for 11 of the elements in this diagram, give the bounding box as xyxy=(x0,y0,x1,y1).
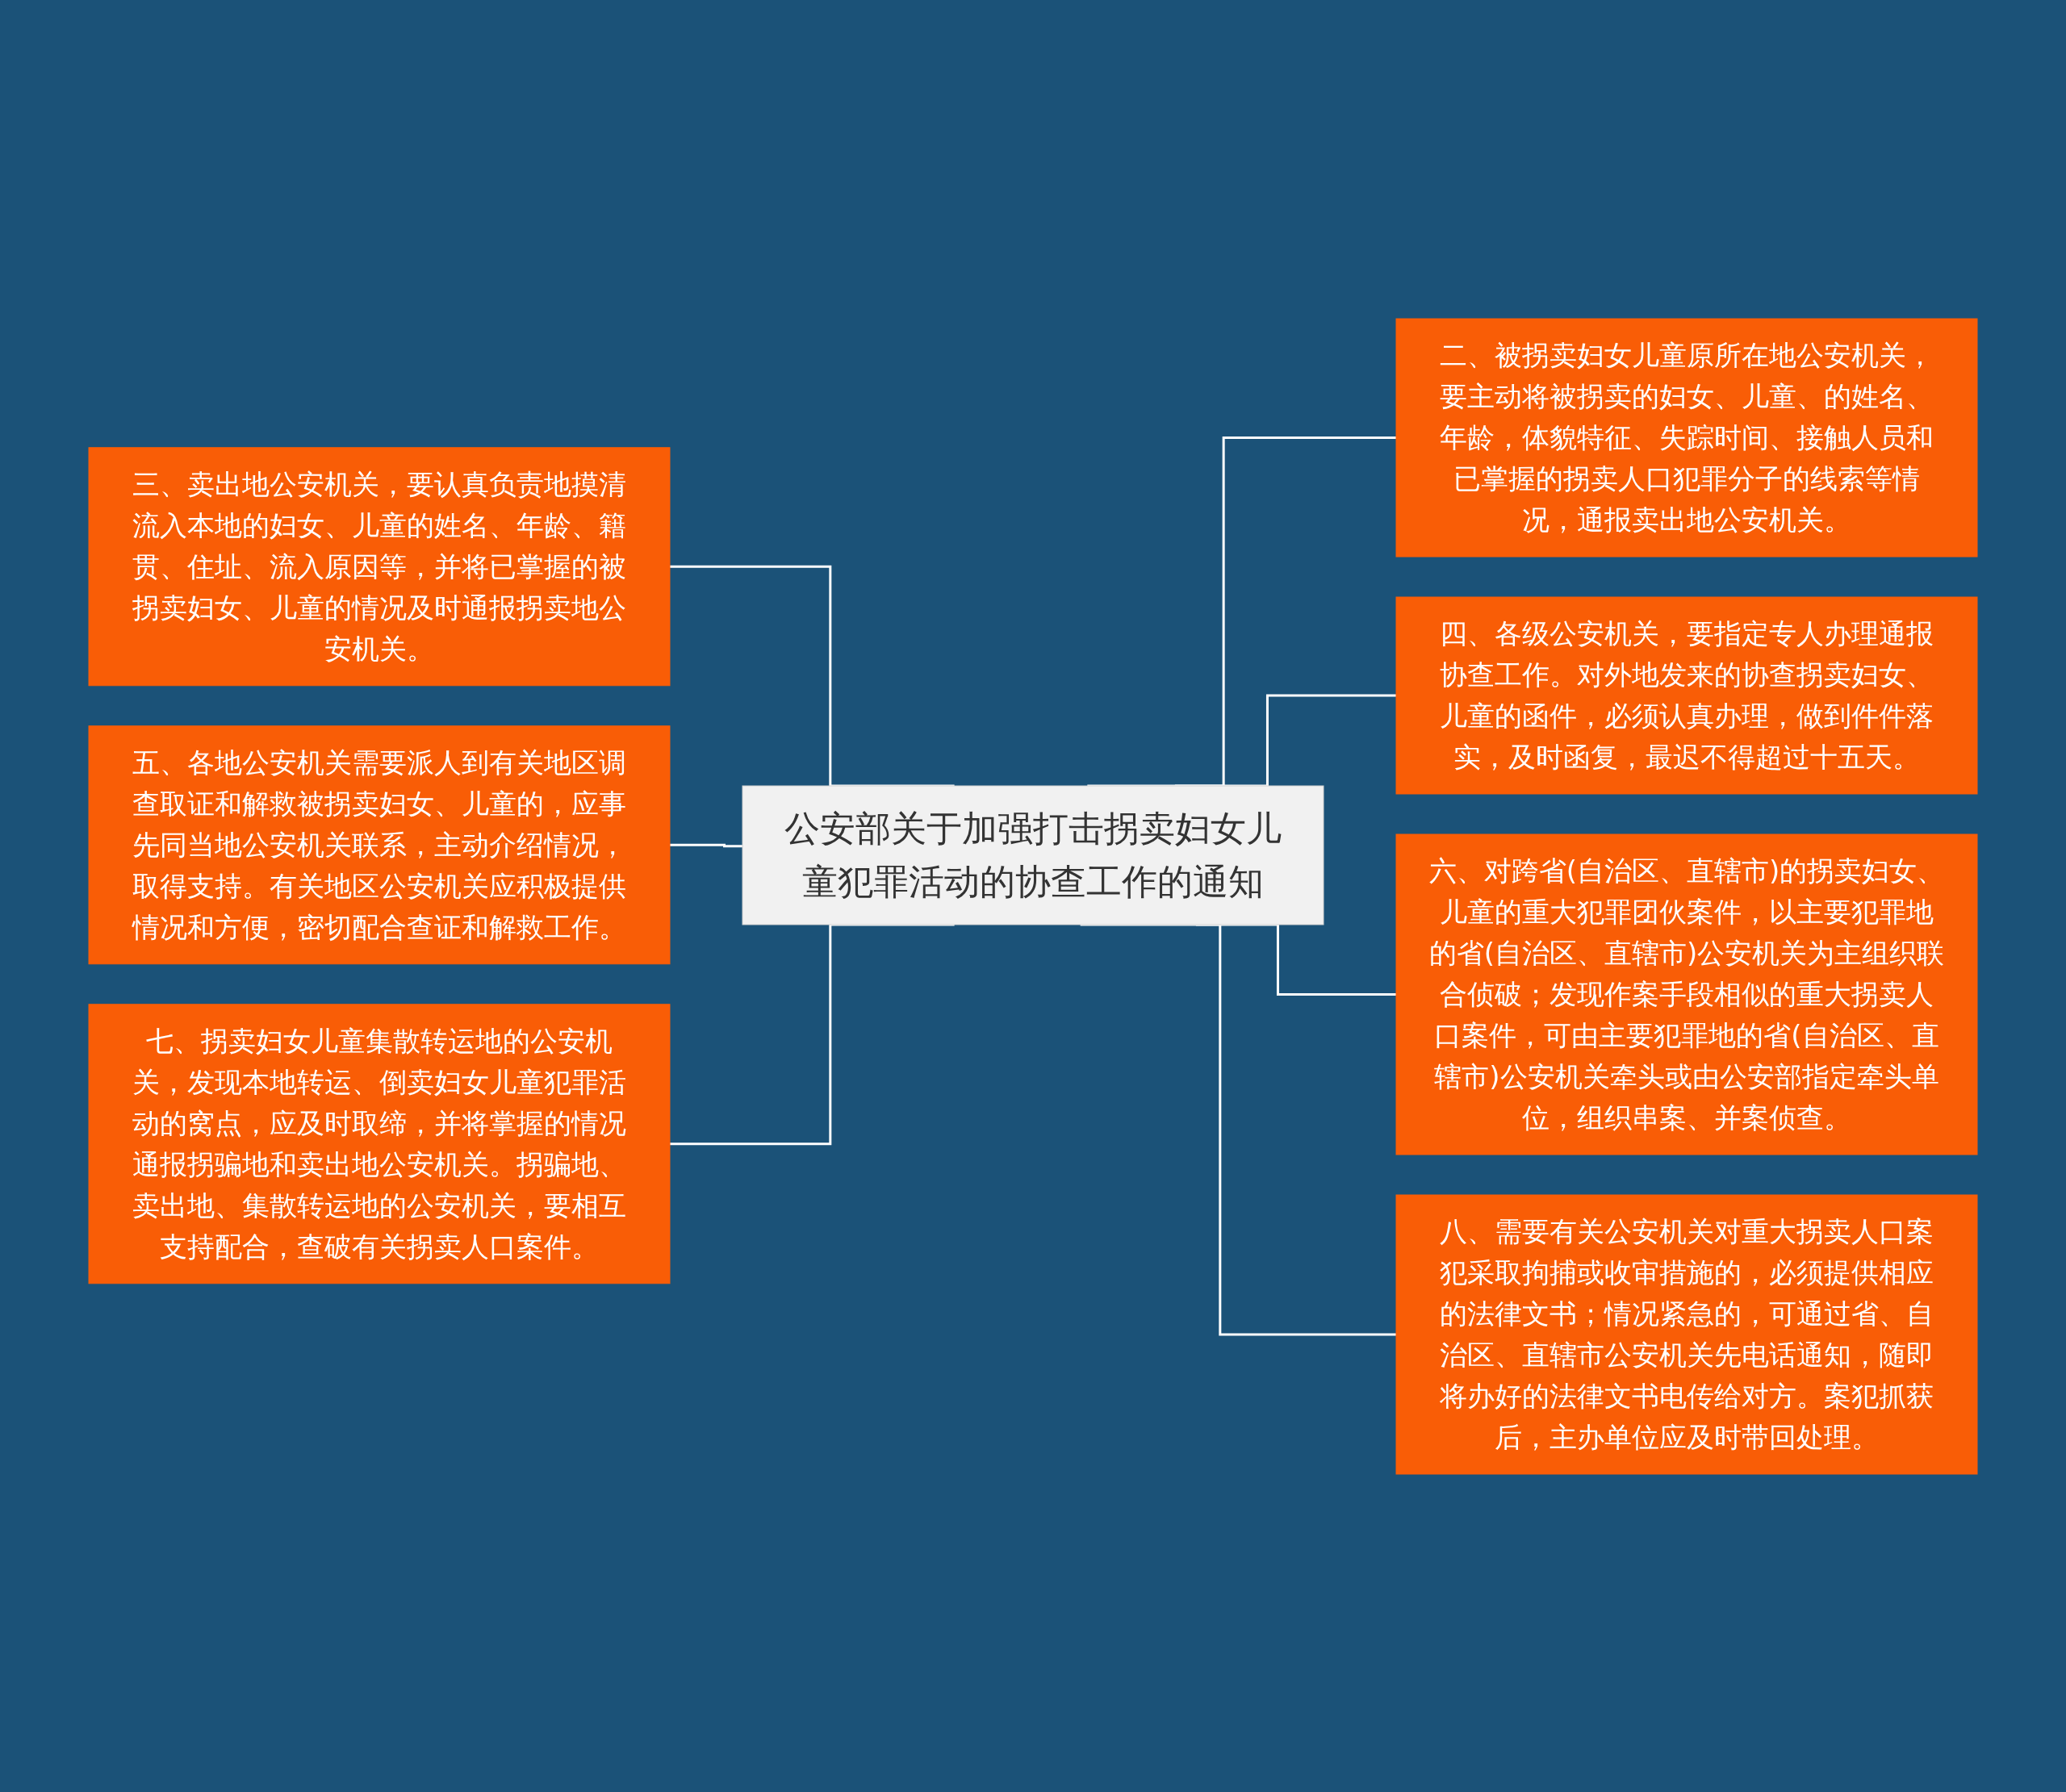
node-box: 七、拐卖妇女儿童集散转运地的公安机关，发现本地转运、倒卖妇女儿童犯罪活动的窝点，应及时取缔，并将掌握的情况通报拐骗地和卖出地公安机关。拐骗地、卖出地、集散转运地的公安机关，要相互支持配合，查破有关拐卖人口案件。 xyxy=(88,1003,671,1284)
connector xyxy=(1080,923,1396,1335)
node-box: 公安部关于加强打击拐卖妇女儿童犯罪活动的协查工作的通知 xyxy=(742,785,1324,925)
node-box: 六、对跨省(自治区、直辖市)的拐卖妇女、儿童的重大犯罪团伙案件，以主要犯罪地的省(自治区、直辖市)公安机关为主组织联合侦破；发现作案手段相似的重大拐卖人口案件，可由主要犯罪地的省(自治区、直辖市)公安机关牵头或由公安部指定牵头单位，组织串案、并案侦查。 xyxy=(1395,833,1978,1155)
connector xyxy=(670,843,742,847)
node-box: 八、需要有关公安机关对重大拐卖人口案犯采取拘捕或收审措施的，必须提供相应的法律文书；情况紧急的，可通过省、自治区、直辖市公安机关先电话通知，随即将办好的法律文书电传给对方。案犯抓获后，主办单位应及时带回处理。 xyxy=(1395,1194,1978,1474)
node-box: 四、各级公安机关，要指定专人办理通报协查工作。对外地发来的协查拐卖妇女、儿童的函件，必须认真办理，做到件件落实，及时函复，最迟不得超过十五天。 xyxy=(1395,596,1978,794)
node-box: 五、各地公安机关需要派人到有关地区调查取证和解救被拐卖妇女、儿童的，应事先同当地公安机关联系，主动介绍情况，取得支持。有关地区公安机关应积极提供情况和方便，密切配合查证和解救工作。 xyxy=(88,725,671,964)
node-box: 二、被拐卖妇女儿童原所在地公安机关，要主动将被拐卖的妇女、儿童、的姓名、年龄，体貌特征、失踪时间、接触人员和已掌握的拐卖人口犯罪分子的线索等情况，通报卖出地公安机关。 xyxy=(1395,318,1978,557)
node-box: 三、卖出地公安机关，要认真负责地摸清流入本地的妇女、儿童的姓名、年龄、籍贯、住址、流入原因等，并将已掌握的被拐卖妇女、儿童的情况及时通报拐卖地公安机关。 xyxy=(88,446,671,686)
connector xyxy=(670,923,955,1145)
